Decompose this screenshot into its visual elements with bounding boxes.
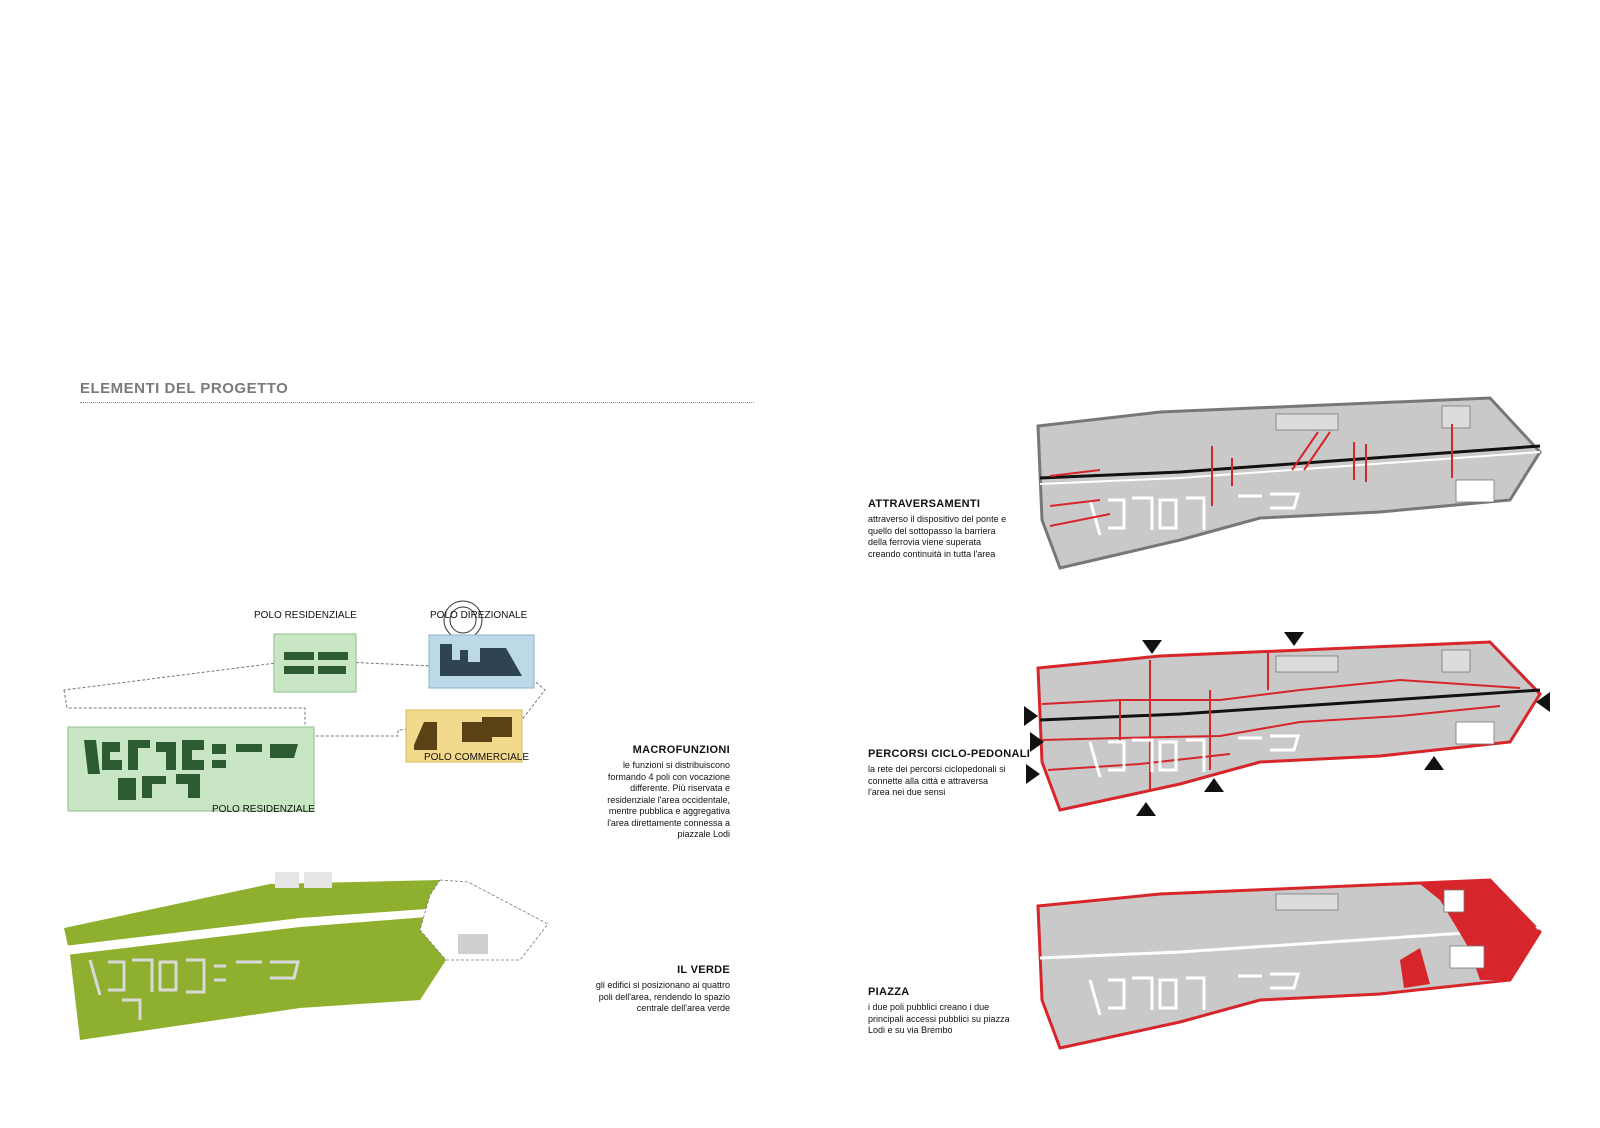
body-line: attraverso il dispositivo del ponte e — [868, 514, 1007, 524]
percorsi-title: PERCORSI CICLO-PEDONALI — [868, 748, 1031, 760]
commerciale-building — [462, 717, 512, 742]
access-triangle-icon — [1536, 692, 1550, 712]
label-polo-commerciale: POLO COMMERCIALE — [424, 752, 530, 763]
attraversamenti-rail — [1039, 451, 1541, 485]
verde-building — [275, 872, 299, 888]
macrofunzioni-caption: MACROFUNZIONI le funzioni si distribuisc… — [560, 744, 730, 841]
piazza-area — [1400, 948, 1430, 988]
body-line: Lodi e su via Brembo — [868, 1025, 953, 1035]
access-triangle-icon — [1424, 756, 1444, 770]
body-line: quello del sottopasso la barriera — [868, 525, 996, 536]
body-line: le funzioni si distribuiscono — [622, 760, 730, 770]
body-line: formando 4 poli con vocazione — [607, 771, 730, 782]
attraversamenti-block — [1455, 479, 1495, 503]
access-triangle-icon — [1024, 706, 1038, 726]
verde-urban-east — [419, 879, 549, 961]
percorsi-glyphs — [1088, 734, 1300, 778]
attraversamenti-title: ATTRAVERSAMENTI — [868, 498, 981, 510]
percorsi-body: la rete dei percorsi ciclopedonali si co… — [868, 764, 1048, 799]
verde-building — [304, 872, 332, 888]
body-line: principali accessi pubblici su piazza — [868, 1013, 1010, 1024]
verde-building — [458, 934, 488, 954]
percorsi-block — [1275, 655, 1339, 673]
access-triangle-icon — [1204, 778, 1224, 792]
body-line: mentre pubblica e aggregativa — [608, 806, 730, 816]
access-triangles — [1024, 632, 1550, 816]
macrofunzioni-body: le funzioni si distribuiscono formando 4… — [560, 760, 730, 841]
commerciale-building — [414, 722, 437, 750]
percorsi-block — [1441, 649, 1471, 673]
residenziale-building — [284, 666, 314, 674]
access-triangle-icon — [1136, 802, 1156, 816]
attraversamenti-block — [1441, 405, 1471, 429]
label-polo-direzionale: POLO DIREZIONALE — [430, 610, 528, 621]
piazza-glyphs — [1088, 972, 1300, 1016]
piazza-title: PIAZZA — [868, 986, 910, 998]
direzionale-building — [440, 644, 522, 676]
body-line: poli dell'area, rendendo lo spazio — [598, 991, 730, 1002]
body-line: connette alla città e attraversa — [868, 775, 989, 786]
body-line: differente. Più riservata e — [630, 783, 730, 793]
title-divider — [80, 402, 754, 403]
attraversamenti-block — [1275, 413, 1339, 431]
body-line: residenziale l'area occidentale, — [607, 794, 730, 805]
body-line: creando continuità in tutta l'area — [868, 548, 996, 559]
residenziale-building — [318, 666, 346, 674]
body-line: centrale dell'area verde — [636, 1003, 730, 1013]
piazza-body: i due poli pubblici creano i due princip… — [868, 1002, 1048, 1037]
access-triangle-icon — [1030, 732, 1044, 752]
percorsi-paths — [1041, 652, 1521, 790]
percorsi-block — [1455, 721, 1495, 745]
body-line: l'area direttamente connessa a — [607, 817, 730, 828]
direzionale-circle — [449, 606, 477, 634]
piazza-site — [1036, 878, 1542, 1050]
crossing-arrows — [1049, 424, 1453, 527]
body-line: i due poli pubblici creano i due — [868, 1002, 990, 1012]
piazza-block — [1443, 889, 1465, 913]
body-line: l'area nei due sensi — [868, 787, 946, 797]
label-polo-residenziale-top: POLO RESIDENZIALE — [254, 610, 357, 621]
access-triangle-icon — [1284, 632, 1304, 646]
piazza-rail — [1039, 926, 1541, 960]
il-verde-title: IL VERDE — [677, 964, 730, 976]
body-line: la rete dei percorsi ciclopedonali si — [868, 764, 1006, 774]
macrofunzioni-title: MACROFUNZIONI — [632, 744, 730, 756]
label-polo-residenziale-bottom: POLO RESIDENZIALE — [212, 804, 315, 815]
attraversamenti-body: attraverso il dispositivo del ponte e qu… — [868, 514, 1048, 560]
piazza-block — [1275, 893, 1339, 911]
body-line: gli edifici si posizionano ai quattro — [595, 980, 730, 990]
il-verde-caption: IL VERDE gli edifici si posizionano ai q… — [560, 964, 730, 1015]
residenziale-top-zone — [273, 633, 357, 693]
section-title: ELEMENTI DEL PROGETTO — [80, 380, 289, 397]
attraversamenti-site — [1036, 396, 1542, 570]
residenziale-glyph-buildings — [84, 740, 298, 800]
percorsi-rail — [1039, 688, 1541, 722]
verde-glyph-buildings — [88, 958, 300, 1020]
percorsi-caption: PERCORSI CICLO-PEDONALI la rete dei perc… — [868, 748, 1048, 799]
body-line: piazzale Lodi — [677, 829, 730, 839]
attraversamenti-glyphs — [1088, 492, 1300, 536]
percorsi-site — [1036, 640, 1542, 812]
residenziale-building — [284, 652, 314, 660]
il-verde-body: gli edifici si posizionano ai quattro po… — [560, 980, 730, 1015]
access-triangle-icon — [1026, 764, 1040, 784]
body-line: della ferrovia viene superata — [868, 537, 982, 547]
residenziale-building — [318, 652, 348, 660]
access-triangle-icon — [1142, 640, 1162, 654]
piazza-caption: PIAZZA i due poli pubblici creano i due … — [868, 986, 1048, 1037]
attraversamenti-rail — [1039, 444, 1541, 480]
piazza-block — [1449, 945, 1485, 969]
attraversamenti-caption: ATTRAVERSAMENTI attraverso il dispositiv… — [868, 498, 1048, 560]
